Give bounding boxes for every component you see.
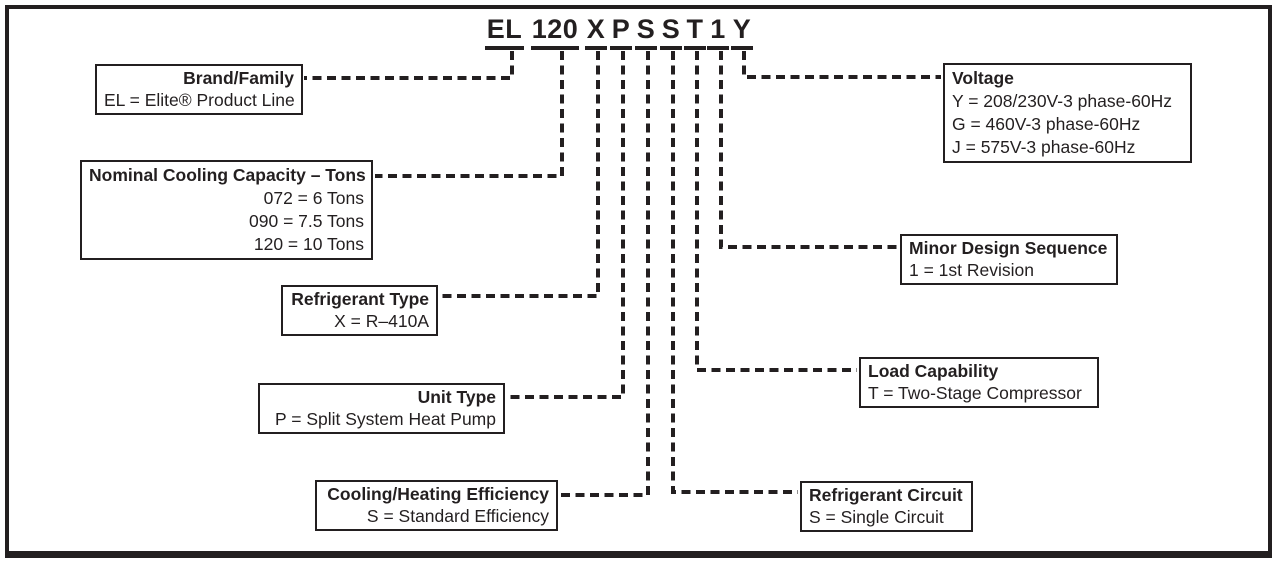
callout-line: 090 = 7.5 Tons [249,211,364,231]
callout-title: Unit Type [417,387,496,407]
callout-refrigerant-type: Refrigerant Type X = R–410A [281,285,438,336]
callout-voltage: Voltage Y = 208/230V-3 phase-60Hz G = 46… [943,63,1192,163]
callout-title: Refrigerant Circuit [809,485,963,505]
callout-title: Minor Design Sequence [909,238,1108,258]
model-segment-capacity: 120 [531,13,579,50]
callout-title: Brand/Family [183,68,294,88]
model-segment-voltage: Y [731,13,753,50]
model-segment-revision: 1 [707,13,729,50]
callout-line: T = Two-Stage Compressor [868,382,1082,403]
diagram-border-frame [5,5,1272,558]
callout-line: X = R–410A [334,310,429,331]
model-segment-circuit: S [660,13,682,50]
model-segment-efficiency: S [635,13,657,50]
callout-title: Refrigerant Type [291,289,429,309]
callout-line: P = Split System Heat Pump [275,408,496,429]
callout-unit-type: Unit Type P = Split System Heat Pump [258,383,505,434]
model-segment-brand: EL [485,13,524,50]
callout-title: Load Capability [868,361,999,381]
model-segment-refrigerant: X [585,13,607,50]
callout-title: Voltage [952,68,1014,88]
callout-line: 120 = 10 Tons [253,234,364,254]
callout-line: J = 575V-3 phase-60Hz [952,137,1136,157]
callout-refrigerant-circuit: Refrigerant Circuit S = Single Circuit [800,481,973,532]
callout-line: G = 460V-3 phase-60Hz [952,114,1141,134]
callout-cooling-capacity: Nominal Cooling Capacity – Tons 072 = 6 … [80,160,373,260]
callout-cooling-heating-efficiency: Cooling/Heating Efficiency S = Standard … [315,480,558,531]
callout-line: 072 = 6 Tons [263,188,364,208]
callout-line: 1 = 1st Revision [909,259,1034,280]
model-segment-load: T [684,13,706,50]
callout-load-capability: Load Capability T = Two-Stage Compressor [859,357,1099,408]
callout-minor-design-sequence: Minor Design Sequence 1 = 1st Revision [900,234,1118,285]
model-segment-unit-type: P [610,13,632,50]
callout-line: EL = Elite® Product Line [104,89,295,110]
callout-title: Nominal Cooling Capacity – Tons [89,165,366,185]
callout-brand-family: Brand/Family EL = Elite® Product Line [95,64,303,115]
callout-title: Cooling/Heating Efficiency [327,484,549,504]
callout-line: S = Standard Efficiency [366,505,549,526]
callout-line: S = Single Circuit [809,506,944,527]
callout-line: Y = 208/230V-3 phase-60Hz [952,91,1173,111]
